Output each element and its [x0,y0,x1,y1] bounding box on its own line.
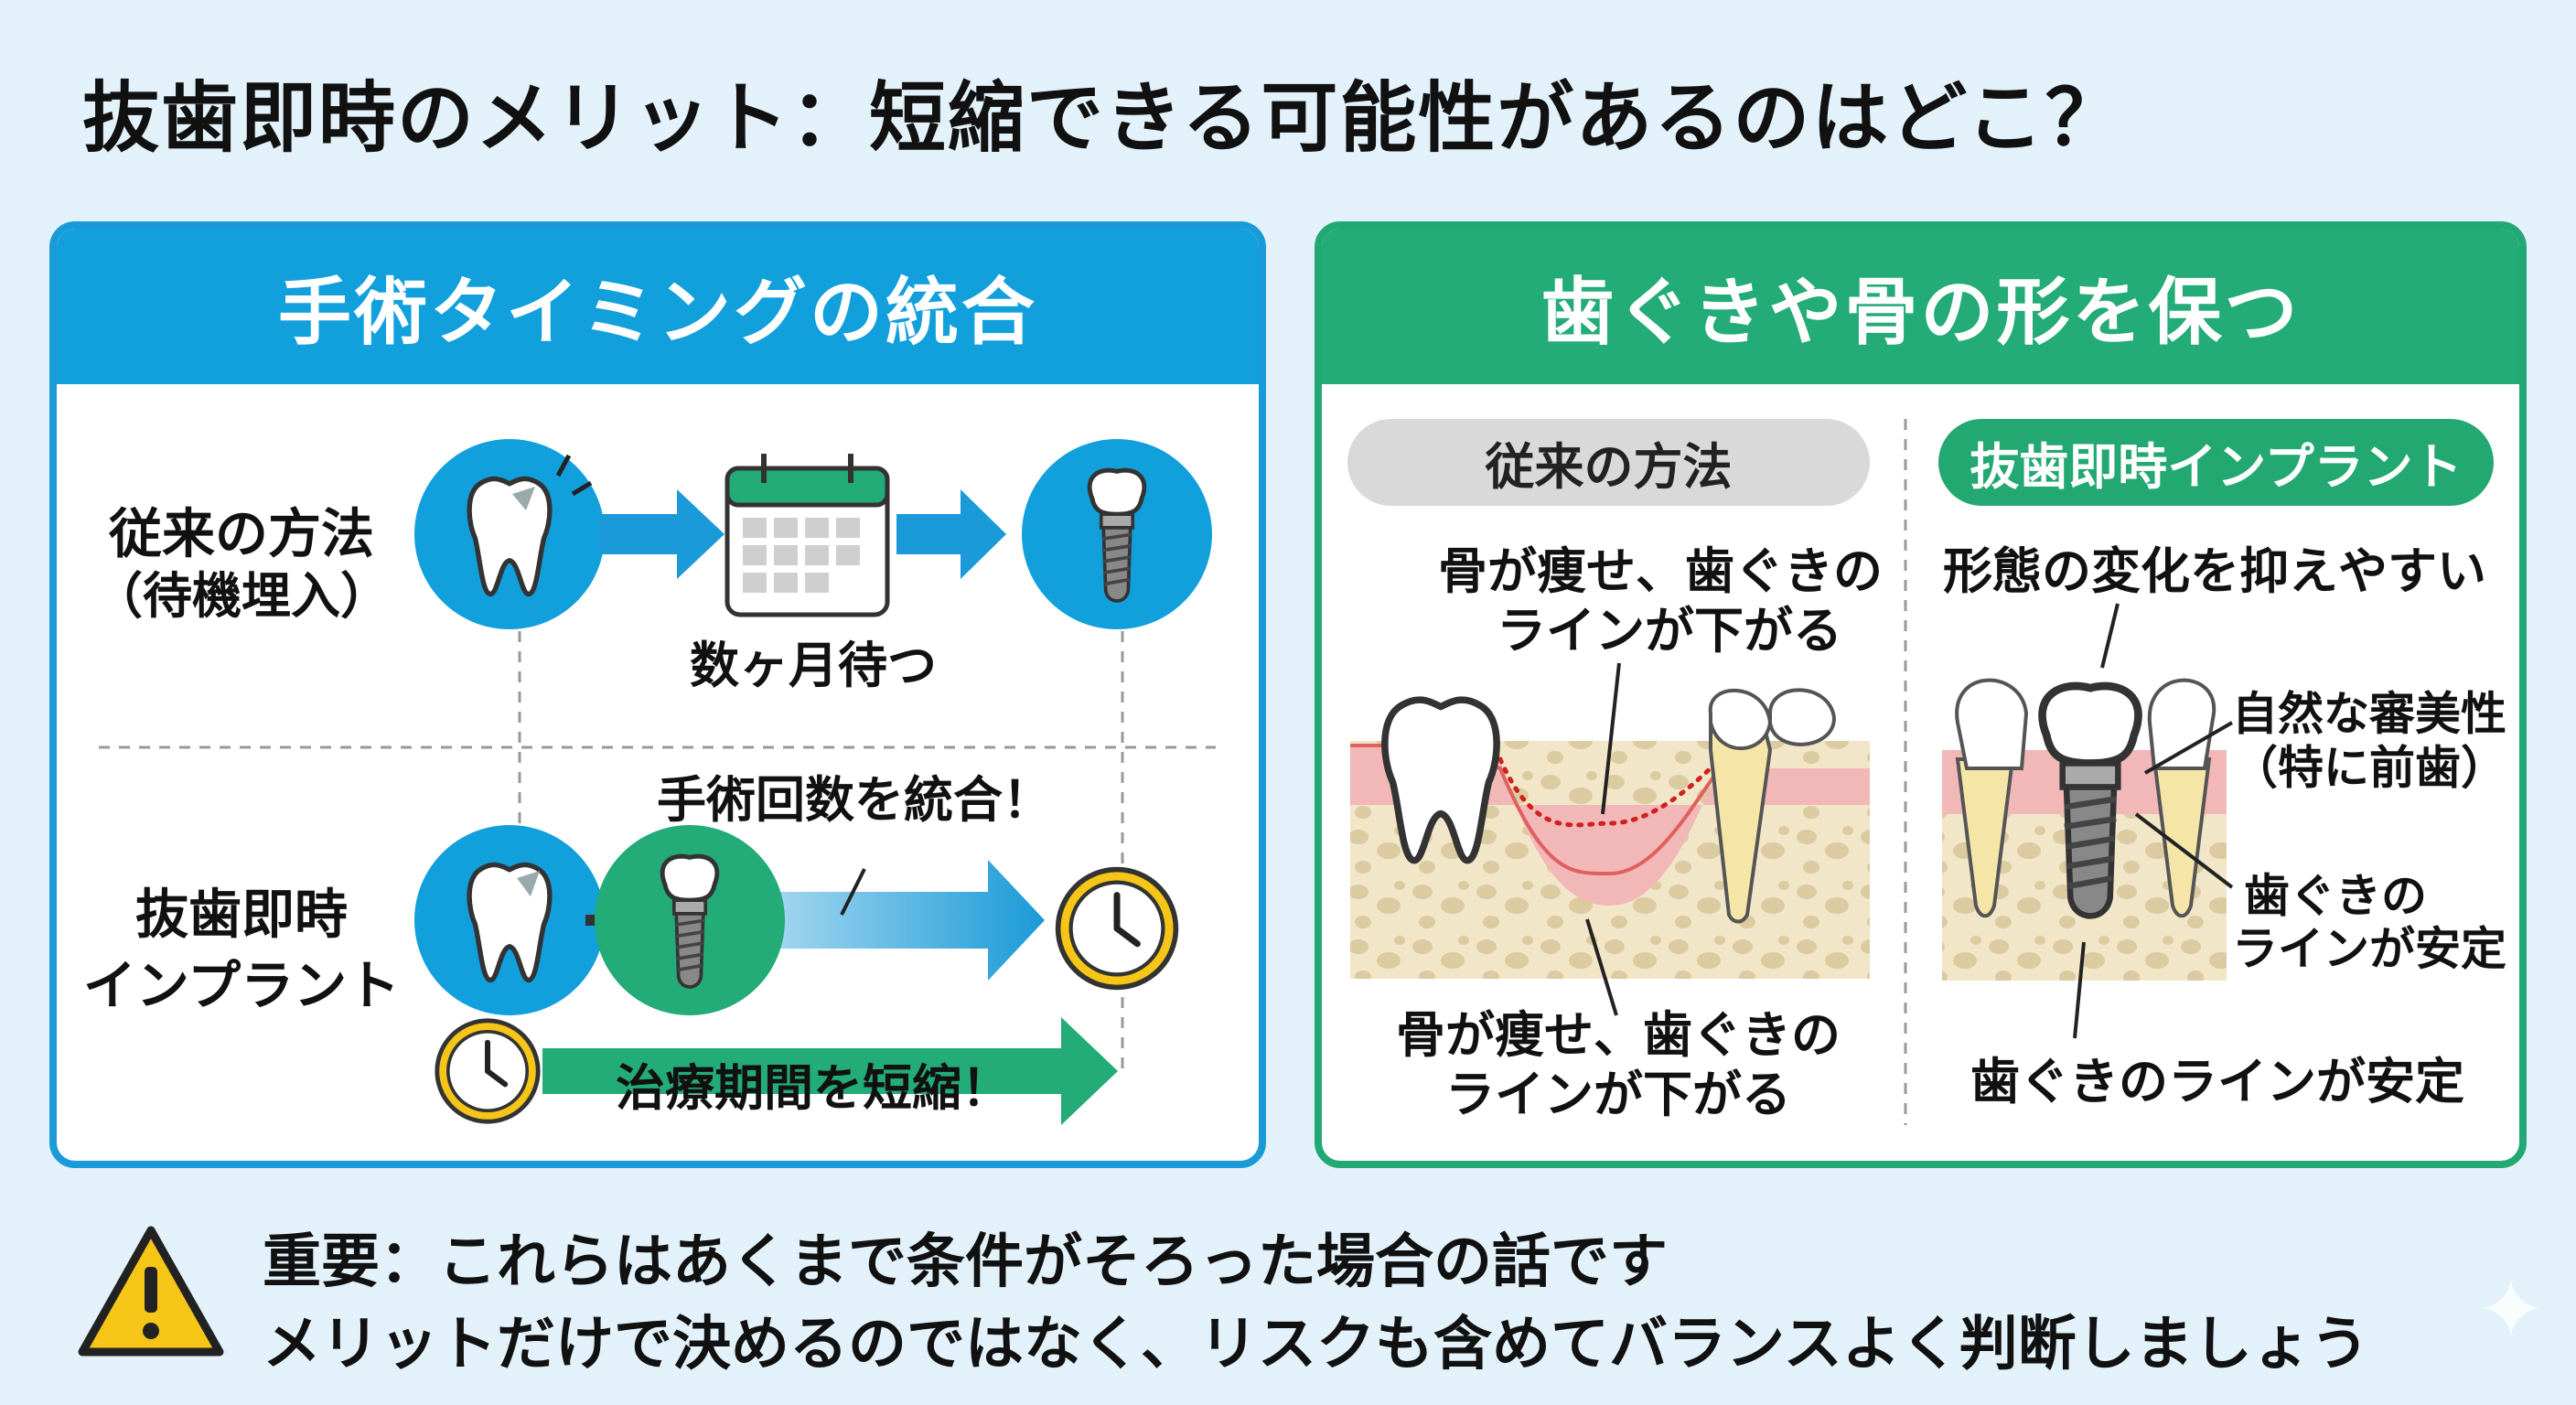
conv-caption-top-2: ラインが下がる [1497,601,1842,660]
clock-icon [437,1021,538,1121]
gum-bone-panel: 歯ぐきや骨の形を保つ [1315,221,2527,1168]
conventional-sublabel: （待機埋入） [93,566,390,625]
imm-caption-bottom: 歯ぐきのラインが安定 [1970,1052,2464,1110]
arrow-icon [772,860,1045,981]
damaged-tooth-icon [414,825,605,1015]
immediate-sublabel: インプラント [82,954,401,1017]
surgery-timing-panel: 手術タイミングの統合 [49,221,1266,1168]
conventional-gum-illustration [1350,662,1870,1016]
immediate-label: 抜歯即時 [134,883,349,946]
damaged-tooth-icon [414,439,605,629]
imm-gum-label: 歯ぐきの [2244,869,2427,923]
imm-gum-sublabel: ラインが安定 [2232,922,2506,976]
immediate-implant-illustration [1942,603,2234,1039]
arrow-icon [542,1017,1118,1125]
warning-triangle-icon [78,1226,224,1357]
implant-icon [1022,439,1212,629]
conv-caption-bottom: 骨が痩せ、歯ぐきの [1396,1005,1841,1064]
clock-icon [1058,870,1176,988]
warning-line-2: メリットだけで決めるのではなく、リスクも含めてバランスよく判断しましょう [263,1311,2369,1378]
conventional-pill: 従来の方法 [1347,419,1870,506]
warning-line-1: 重要：これらはあくまで条件がそろった場合の話です [263,1228,1668,1296]
imm-caption-top: 形態の変化を抑えやすい [1943,542,2486,600]
arrow-icon [599,489,724,579]
surgery-timing-heading: 手術タイミングの統合 [57,229,1259,384]
wait-label: 数ヶ月待つ [690,636,937,694]
calendar-icon [724,454,890,617]
page-title: 抜歯即時のメリット：短縮できる可能性があるのはどこ？ [82,73,2124,163]
combine-label: 手術回数を統合！ [657,770,1052,829]
shorten-label: 治療期間を短縮！ [616,1058,1011,1117]
immediate-pill: 抜歯即時インプラント [1938,419,2494,506]
imm-aesthetic-label: 自然な審美性 [2232,687,2506,741]
implant-icon [595,825,785,1015]
arrow-icon [896,489,1006,579]
sparkle-icon [2484,1281,2538,1335]
conventional-label: 従来の方法 [108,502,375,565]
gum-bone-heading: 歯ぐきや骨の形を保つ [1322,229,2519,384]
dashed-guides [99,419,1907,1125]
conv-caption-bottom-2: ラインが下がる [1445,1065,1791,1123]
conv-caption-top: 骨が痩せ、歯ぐきの [1438,542,1883,600]
imm-aesthetic-sublabel: （特に前歯） [2232,741,2506,795]
